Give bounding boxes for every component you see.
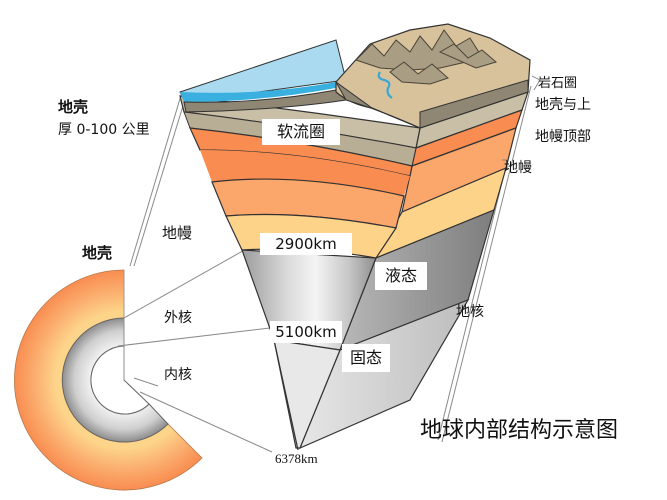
inner-core-label: 内核 xyxy=(164,367,192,383)
liquid-state-label: 液态 xyxy=(375,262,427,290)
crust-label: 地壳 xyxy=(82,244,113,262)
earth-wedge xyxy=(179,23,531,451)
asthenosphere-label: 软流圈 xyxy=(262,119,340,145)
mountains xyxy=(355,29,498,85)
outer-core-label: 外核 xyxy=(164,310,192,326)
solid-state-label: 固态 xyxy=(342,344,390,372)
mantle-label-left: 地幔 xyxy=(162,224,193,242)
diagram-title: 地球内部结构示意图 xyxy=(420,418,619,443)
depth-6378-label: 6378km xyxy=(275,451,318,466)
river xyxy=(377,71,393,99)
lithosphere-label: 岩石圈 xyxy=(538,76,578,91)
crust-thickness-label: 厚 0-100 公里 xyxy=(58,122,150,138)
depth-2900-label: 2900km xyxy=(260,233,352,255)
mantle-label-right: 地幔 xyxy=(504,160,532,176)
lithosphere-desc-line1: 地壳与上 xyxy=(535,97,591,113)
right-bracket xyxy=(502,75,541,161)
crust-title-label: 地壳 xyxy=(58,98,89,116)
cross-section-globe xyxy=(14,269,203,491)
core-label: 地核 xyxy=(456,304,484,320)
lithosphere-desc-line2: 地幔顶部 xyxy=(535,129,591,145)
depth-5100-label: 5100km xyxy=(270,321,342,343)
